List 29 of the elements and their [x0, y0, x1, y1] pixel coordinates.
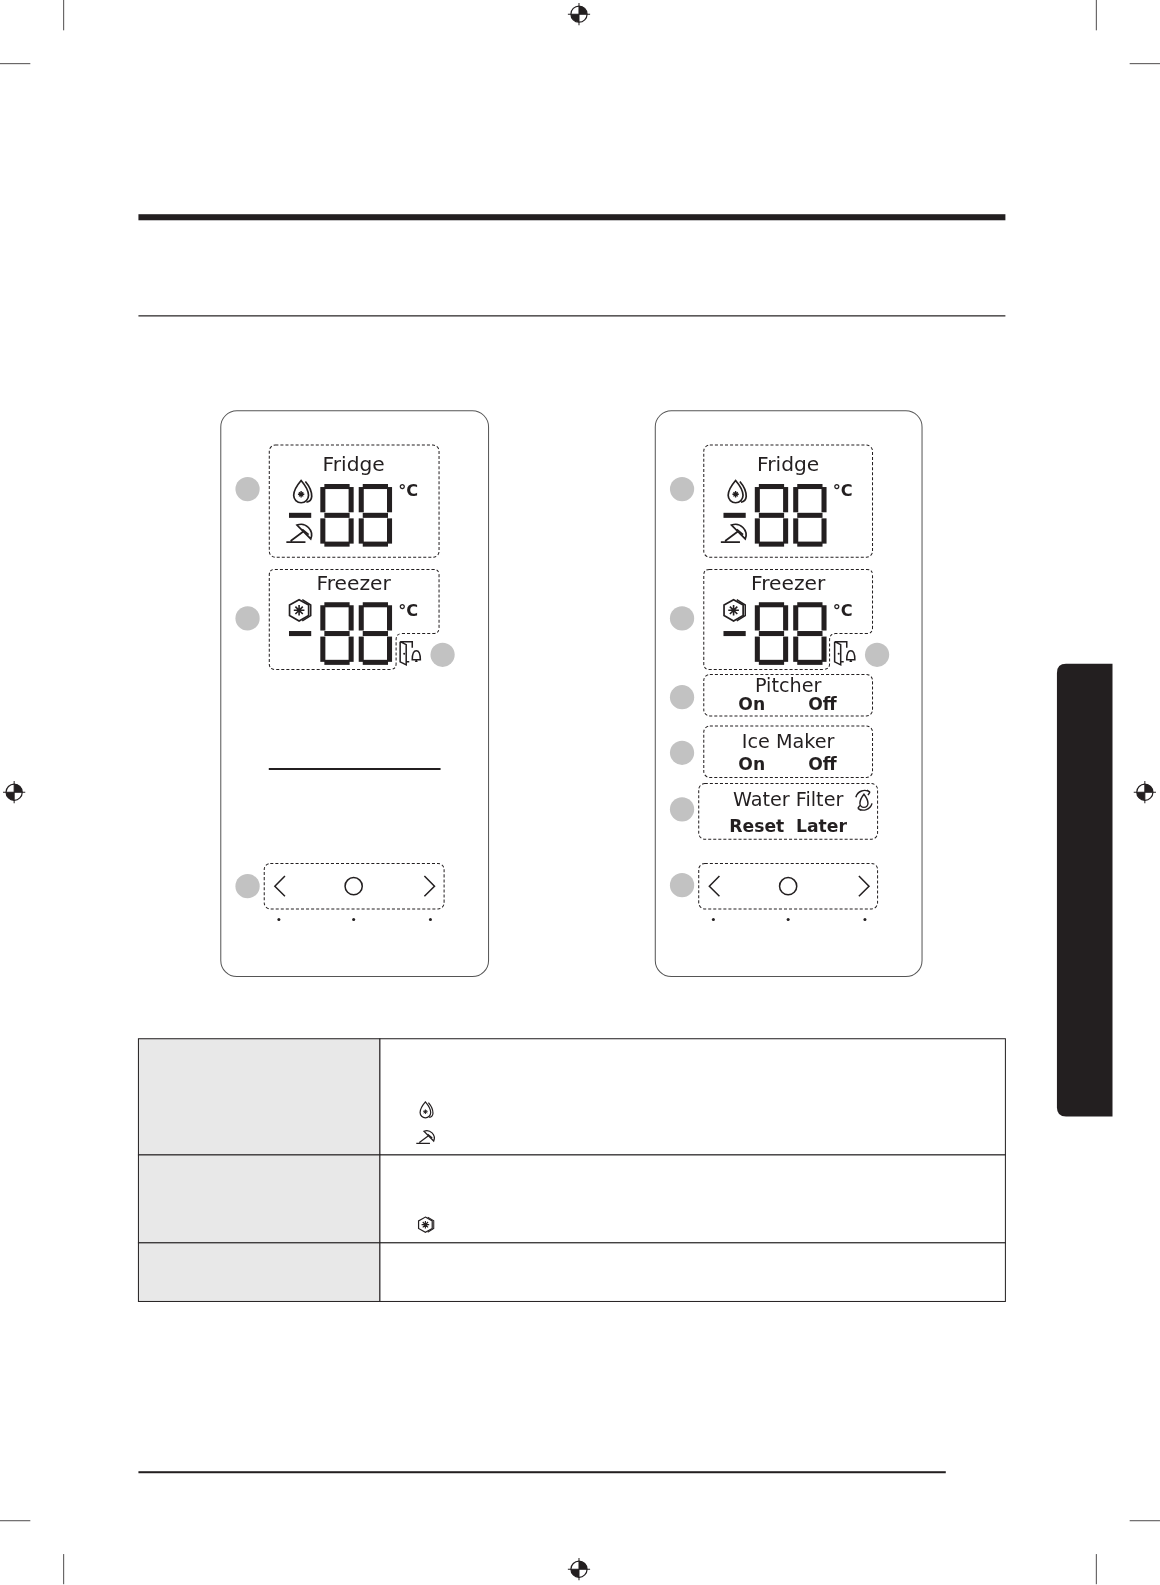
option-label: Reset: [729, 817, 785, 836]
unit-label: °C: [832, 483, 853, 500]
section-title: Pitcher: [754, 675, 822, 695]
unit-label: °C: [398, 603, 419, 620]
display-panel: [654, 410, 923, 978]
section-title: Water Filter: [732, 789, 844, 809]
option-label: Later: [796, 817, 847, 836]
display-section: [268, 444, 440, 558]
unit-label: °C: [398, 483, 419, 500]
section-title: Freezer: [751, 572, 826, 594]
option-label: On: [738, 695, 766, 713]
display-panel: [220, 410, 490, 978]
option-label: Off: [808, 756, 837, 774]
option-label: Off: [808, 695, 837, 713]
display-section: [698, 783, 879, 840]
side-tab: [1056, 663, 1113, 1117]
button-group: [263, 862, 445, 910]
section-title: Freezer: [316, 572, 391, 594]
unit-label: °C: [832, 603, 853, 620]
display-section: [268, 568, 440, 670]
display-section: [703, 725, 874, 779]
section-title: Fridge: [757, 453, 820, 474]
display-section: [703, 568, 874, 670]
section-title: Fridge: [322, 453, 385, 474]
option-label: On: [738, 756, 766, 774]
button-group: [698, 862, 879, 910]
display-section: [703, 673, 874, 717]
section-title: Ice Maker: [741, 732, 835, 752]
display-section: [703, 444, 874, 558]
